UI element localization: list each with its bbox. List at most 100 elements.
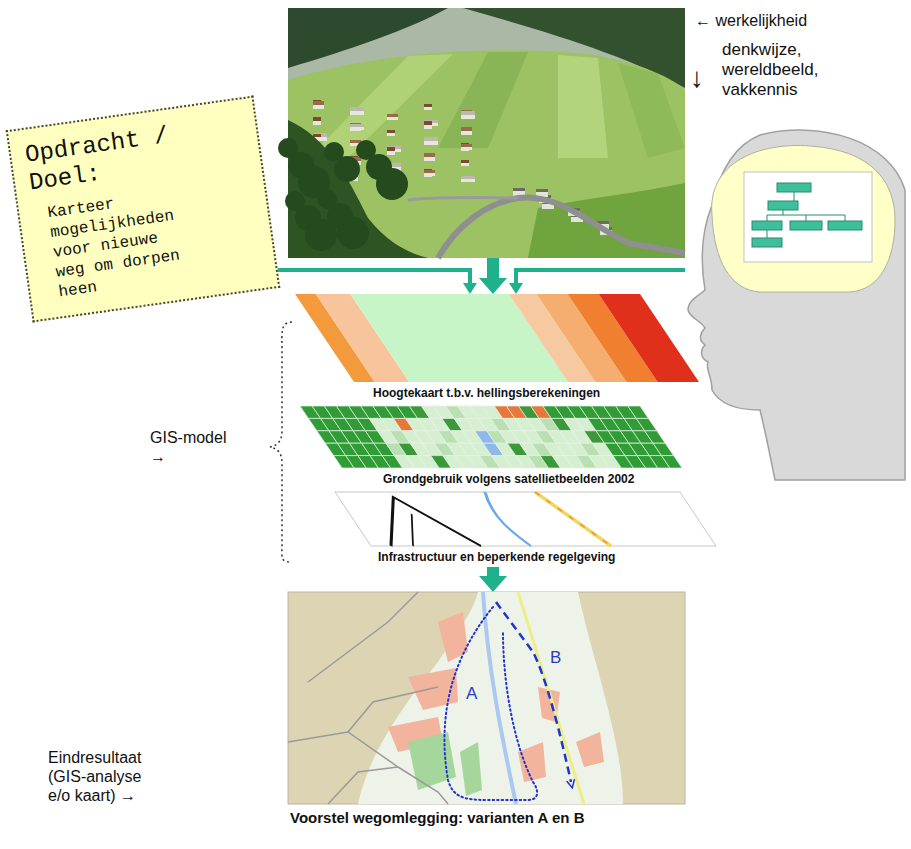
illustration-part (628, 406, 649, 418)
map-layer (300, 406, 682, 468)
illustration-part (461, 176, 475, 182)
illustration-part (768, 201, 798, 210)
illustration-part (513, 188, 525, 191)
illustration-part (461, 176, 475, 179)
illustration-part (518, 742, 546, 782)
note-heading: Opdracht / Doel: (24, 118, 200, 197)
illustration-part (618, 63, 685, 158)
illustration-part (392, 514, 433, 546)
illustration-part (752, 221, 782, 230)
illustration-part (535, 492, 611, 546)
illustration-part (387, 147, 395, 151)
illustration-part (424, 104, 432, 110)
illustration-part (300, 406, 682, 468)
flow-arrow (487, 258, 499, 278)
illustration-part (806, 215, 807, 221)
illustration-part (424, 153, 435, 157)
illustration-part (305, 219, 337, 251)
elevation-layer: Hoogtekaart t.b.v. hellingsberekeningen (295, 294, 699, 403)
illustration-part (408, 198, 518, 201)
illustration-part (335, 492, 716, 546)
variant-label: B (550, 648, 561, 668)
illustration-part (387, 114, 398, 117)
illustration-part (461, 111, 475, 119)
illustration-part (558, 55, 608, 158)
illustration-part (460, 742, 482, 796)
reality-label: ← werkelijkheid (695, 12, 807, 30)
illustration-part (313, 117, 321, 121)
assignment-note: Opdracht / Doel:Karteer mogelijkheden vo… (6, 96, 281, 323)
variant-label: A (466, 684, 477, 704)
thinking-head: denkwijze, wereldbeeld, vakkennis (685, 40, 907, 480)
illustration-part (337, 217, 369, 249)
flow-arrow (487, 567, 499, 576)
illustration-part (496, 602, 571, 782)
model-label: GIS-model → (150, 428, 234, 466)
landuse-layer: Grondgebruik volgens satellietbeelden 20… (300, 406, 682, 489)
illustration-part (424, 121, 432, 129)
map-layer (295, 294, 699, 382)
illustration-part (335, 492, 716, 546)
illustration-part (845, 215, 846, 221)
illustration-part (767, 230, 768, 238)
illustration-part (387, 130, 395, 136)
illustration-part (387, 130, 395, 133)
illustration-part (712, 146, 895, 292)
landscape-photo (288, 8, 685, 258)
illustration-part (424, 137, 438, 141)
illustration-part (461, 144, 472, 150)
illustration-part (636, 418, 657, 430)
infrastructure-layer: Infrastructuur en beperkende regelgeving (335, 492, 716, 567)
illustration-part (424, 170, 435, 176)
illustration-part (350, 107, 364, 111)
illustration-part (408, 668, 458, 710)
map-caption: Voorstel wegomlegging: varianten A en B (290, 809, 585, 826)
illustration-part (688, 130, 905, 480)
illustration-part (313, 117, 321, 125)
illustration-part (461, 160, 469, 163)
illustration-part (424, 170, 435, 173)
illustration-part (744, 172, 872, 262)
illustration-part (461, 160, 469, 166)
illustration-part (424, 104, 432, 107)
illustration-part (288, 8, 685, 258)
illustration-part (438, 197, 685, 258)
illustration-part (387, 114, 398, 120)
illustration-part (328, 767, 398, 804)
illustration-part (794, 192, 795, 201)
result-label: Eindresultaat (GIS-analyse e/o kaart) → (48, 748, 163, 805)
illustration-part (752, 238, 782, 247)
illustration-part (828, 221, 862, 230)
illustration-part (358, 497, 481, 546)
flow-arrow (516, 270, 685, 283)
illustration-part (461, 127, 472, 135)
illustration-part (424, 121, 432, 125)
illustration-part (288, 120, 428, 258)
illustration-part (777, 183, 811, 192)
illustration-part (308, 54, 453, 158)
illustration-part (313, 134, 321, 137)
illustration-part (535, 492, 611, 546)
illustration-part (350, 124, 364, 127)
illustration-part (358, 592, 623, 804)
illustration-part (313, 101, 324, 109)
illustration-part (438, 52, 528, 148)
illustration-part (376, 168, 408, 200)
illustration-part (444, 607, 537, 800)
reality-photo: ← werkelijkheid (288, 8, 685, 258)
illustration-part (599, 294, 699, 382)
illustration-part (481, 492, 531, 546)
note-text: Karteer mogelijkheden voor nieuwe weg om… (46, 184, 199, 303)
illustration-part (288, 732, 448, 804)
arrow-symbol: ↓ (690, 62, 704, 94)
illustration-part (790, 221, 822, 230)
result-map (288, 592, 685, 804)
layer-label: Hoogtekaart t.b.v. hellingsberekeningen (370, 386, 603, 401)
illustration-part (308, 592, 418, 682)
head-label: denkwijze, wereldbeeld, vakkennis (722, 40, 832, 100)
illustration-part (767, 215, 768, 221)
illustration-part (350, 107, 364, 115)
illustration-part (576, 732, 604, 767)
head-illustration (685, 40, 907, 480)
